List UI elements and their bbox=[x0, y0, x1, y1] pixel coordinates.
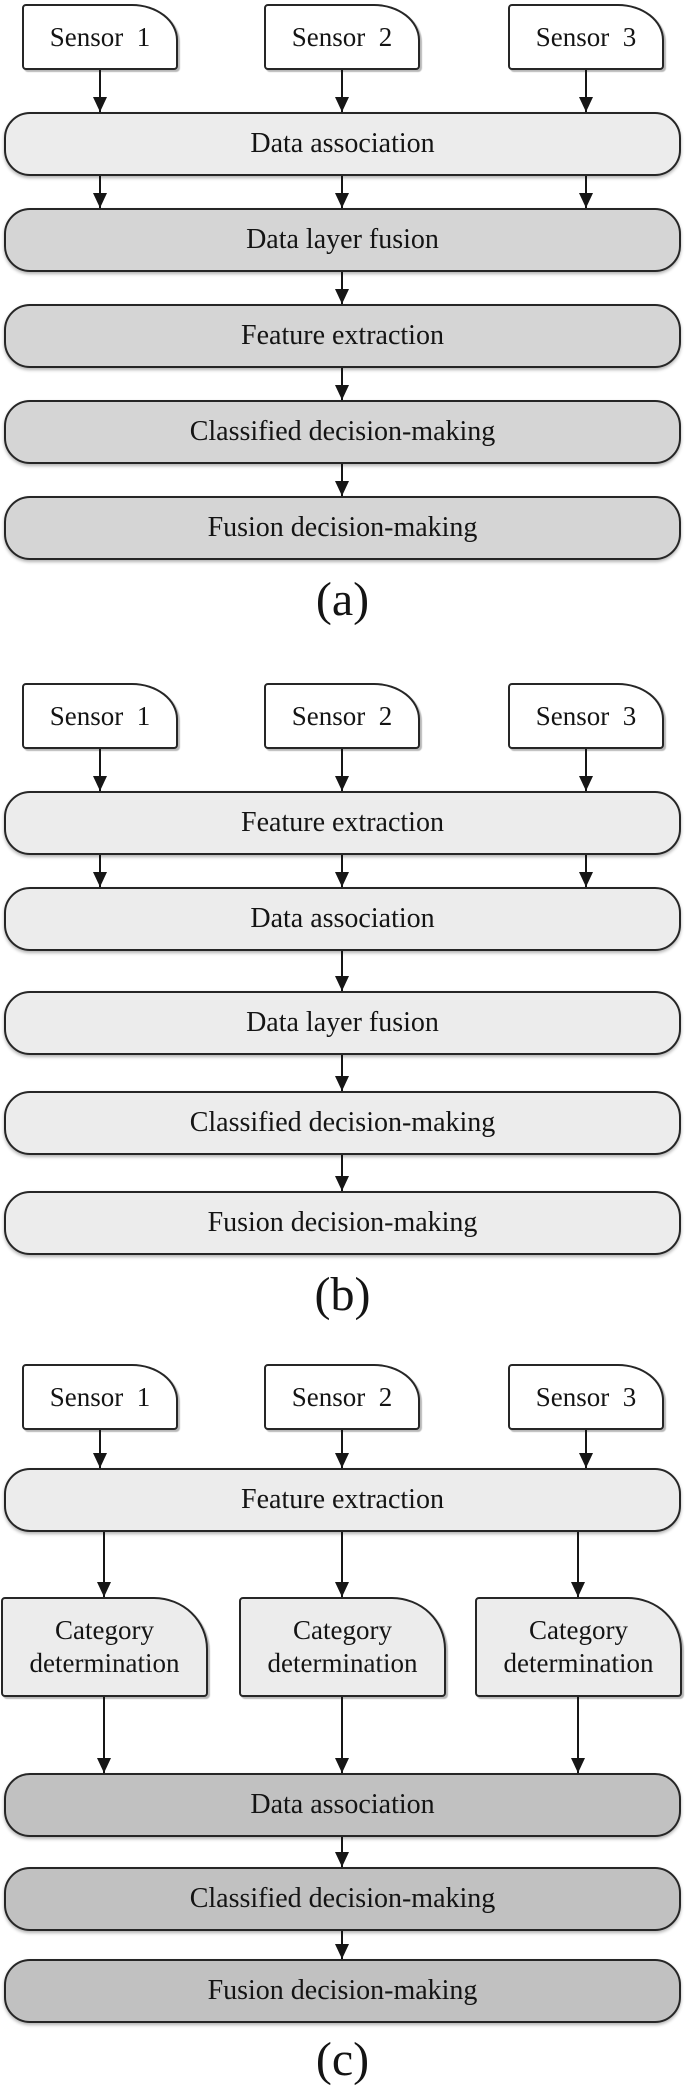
category-determination-3-c: Category determination bbox=[475, 1597, 682, 1697]
flow-arrow bbox=[341, 1697, 343, 1773]
flow-arrow bbox=[585, 1430, 587, 1468]
stage-data-layer-fusion-b: Data layer fusion bbox=[4, 991, 681, 1055]
flow-arrow bbox=[577, 1532, 579, 1597]
stage-fusion-decision-making-a: Fusion decision-making bbox=[4, 496, 681, 560]
stage-feature-extraction-c: Feature extraction bbox=[4, 1468, 681, 1532]
flow-arrow bbox=[99, 749, 101, 791]
panel-label-b: (b) bbox=[314, 1268, 371, 1321]
sensor-1-a: Sensor 1 bbox=[22, 4, 178, 70]
stage-data-association-c: Data association bbox=[4, 1773, 681, 1837]
flow-arrow bbox=[103, 1697, 105, 1773]
sensor-2-c: Sensor 2 bbox=[264, 1364, 420, 1430]
stage-data-association-a: Data association bbox=[4, 112, 681, 176]
flow-arrow bbox=[341, 951, 343, 991]
flow-arrow bbox=[341, 1055, 343, 1091]
stage-feature-extraction-a: Feature extraction bbox=[4, 304, 681, 368]
stage-feature-extraction-b: Feature extraction bbox=[4, 791, 681, 855]
flow-arrow bbox=[585, 176, 587, 208]
stage-classified-decision-making-b: Classified decision-making bbox=[4, 1091, 681, 1155]
flow-arrow bbox=[585, 855, 587, 887]
flow-arrow bbox=[99, 855, 101, 887]
flow-arrow bbox=[99, 70, 101, 112]
stage-data-layer-fusion-a: Data layer fusion bbox=[4, 208, 681, 272]
stage-classified-decision-making-a: Classified decision-making bbox=[4, 400, 681, 464]
panel-label-c: (c) bbox=[315, 2033, 370, 2086]
sensor-1-c: Sensor 1 bbox=[22, 1364, 178, 1430]
flow-arrow bbox=[341, 749, 343, 791]
flow-arrow bbox=[341, 1430, 343, 1468]
flow-arrow bbox=[585, 70, 587, 112]
flow-arrow bbox=[341, 855, 343, 887]
flow-arrow bbox=[577, 1697, 579, 1773]
sensor-3-a: Sensor 3 bbox=[508, 4, 664, 70]
flow-arrow bbox=[341, 1155, 343, 1191]
sensor-3-c: Sensor 3 bbox=[508, 1364, 664, 1430]
flow-arrow bbox=[341, 1837, 343, 1867]
panel-label-a: (a) bbox=[315, 573, 370, 626]
flow-arrow bbox=[103, 1532, 105, 1597]
stage-fusion-decision-making-c: Fusion decision-making bbox=[4, 1959, 681, 2023]
flow-arrow bbox=[341, 70, 343, 112]
flow-arrow bbox=[341, 368, 343, 400]
stage-classified-decision-making-c: Classified decision-making bbox=[4, 1867, 681, 1931]
stage-fusion-decision-making-b: Fusion decision-making bbox=[4, 1191, 681, 1255]
category-determination-1-c: Category determination bbox=[1, 1597, 208, 1697]
flow-arrow bbox=[341, 464, 343, 496]
sensor-1-b: Sensor 1 bbox=[22, 683, 178, 749]
flow-arrow bbox=[585, 749, 587, 791]
sensor-3-b: Sensor 3 bbox=[508, 683, 664, 749]
flow-arrow bbox=[341, 272, 343, 304]
flow-arrow bbox=[341, 1532, 343, 1597]
flow-arrow bbox=[341, 1931, 343, 1959]
flow-arrow bbox=[341, 176, 343, 208]
flow-arrow bbox=[99, 1430, 101, 1468]
flow-arrow bbox=[99, 176, 101, 208]
stage-data-association-b: Data association bbox=[4, 887, 681, 951]
sensor-2-a: Sensor 2 bbox=[264, 4, 420, 70]
category-determination-2-c: Category determination bbox=[239, 1597, 446, 1697]
sensor-2-b: Sensor 2 bbox=[264, 683, 420, 749]
